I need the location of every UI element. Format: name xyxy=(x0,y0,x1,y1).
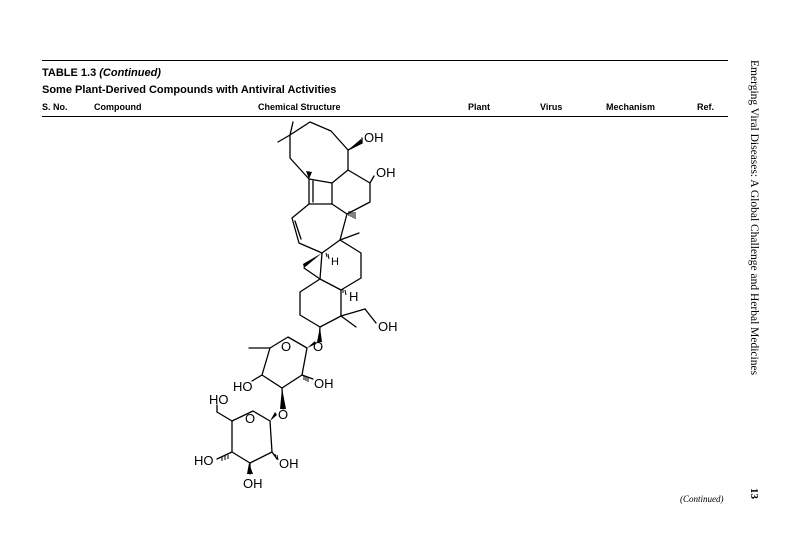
top-rule xyxy=(42,60,728,61)
col-header-structure: Chemical Structure xyxy=(258,102,341,112)
continued-note: (Continued) xyxy=(680,494,724,504)
page-number: 13 xyxy=(748,488,760,499)
label-h-ring-b: H xyxy=(349,289,358,304)
label-oh-ring-d: OH xyxy=(376,165,396,180)
label-ho-sugar-2: HO xyxy=(194,453,214,468)
col-header-plant: Plant xyxy=(468,102,491,112)
label-oh-sugar-2-bottom: OH xyxy=(243,476,263,491)
label-oh-sugar-2: OH xyxy=(279,456,299,471)
col-header-compound: Compound xyxy=(94,102,142,112)
label-ho-sugar-1: HO xyxy=(233,379,253,394)
label-oh-sugar-1: OH xyxy=(314,376,334,391)
table-continued-label: (Continued) xyxy=(99,67,161,79)
col-header-mechanism: Mechanism xyxy=(606,102,656,112)
label-oh-ring-a: OH xyxy=(378,319,398,334)
label-o-glycoside-2: O xyxy=(278,407,288,422)
label-o-ring-2: O xyxy=(245,411,255,426)
label-o-glycoside-1: O xyxy=(313,339,323,354)
table-number: TABLE 1.3 xyxy=(42,67,97,79)
header-rule xyxy=(42,116,728,117)
label-oh-top: OH xyxy=(364,130,384,145)
label-o-ring-1: O xyxy=(281,339,291,354)
table-label: TABLE 1.3 (Continued) xyxy=(42,67,161,79)
table-title: Some Plant-Derived Compounds with Antivi… xyxy=(42,84,337,96)
col-header-virus: Virus xyxy=(540,102,563,112)
label-ho-ch2: HO xyxy=(209,392,229,407)
running-head: Emerging Viral Diseases: A Global Challe… xyxy=(748,60,760,376)
col-header-sno: S. No. xyxy=(42,102,68,112)
col-header-ref: Ref. xyxy=(697,102,715,112)
label-h-ring-c: H xyxy=(331,256,339,268)
